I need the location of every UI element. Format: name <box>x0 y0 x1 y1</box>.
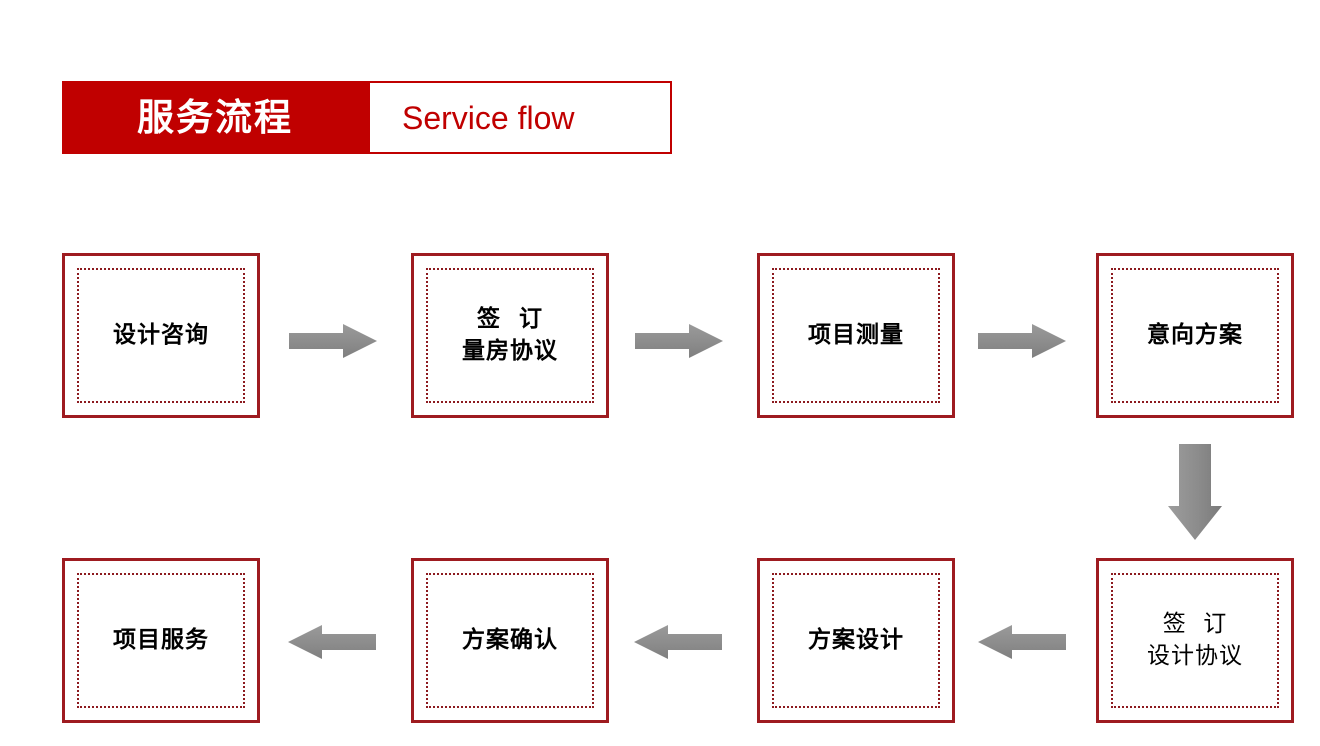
flow-step-sign-design-agreement[interactable]: 签 订 设计协议 <box>1096 558 1294 723</box>
flow-step-inner-frame: 签 订 设计协议 <box>1111 573 1279 708</box>
flow-step-label: 签 订 设计协议 <box>1147 611 1243 669</box>
flow-step-sign-measurement-agreement[interactable]: 签 订 量房协议 <box>411 253 609 418</box>
arrow-left-icon-3 <box>978 625 1066 659</box>
arrow-right-icon-2 <box>635 324 723 358</box>
flow-step-inner-frame: 设计咨询 <box>77 268 245 403</box>
flow-step-proposal-confirmation[interactable]: 方案确认 <box>411 558 609 723</box>
flow-step-label: 方案设计 <box>808 626 904 653</box>
flow-step-label: 意向方案 <box>1147 321 1243 348</box>
flow-step-label: 项目服务 <box>113 626 209 653</box>
arrow-down-icon <box>1168 444 1222 540</box>
section-header: 服务流程 Service flow <box>62 81 672 154</box>
flow-step-inner-frame: 方案确认 <box>426 573 594 708</box>
flow-step-inner-frame: 项目服务 <box>77 573 245 708</box>
flow-step-inner-frame: 项目测量 <box>772 268 940 403</box>
arrow-left-icon-2 <box>634 625 722 659</box>
section-title-english: Service flow <box>368 81 672 154</box>
arrow-right-icon-3 <box>978 324 1066 358</box>
section-title-chinese: 服务流程 <box>62 81 368 154</box>
flow-step-project-service[interactable]: 项目服务 <box>62 558 260 723</box>
flow-step-design-consultation[interactable]: 设计咨询 <box>62 253 260 418</box>
arrow-right-icon-1 <box>289 324 377 358</box>
flow-step-inner-frame: 签 订 量房协议 <box>426 268 594 403</box>
arrow-left-icon-1 <box>288 625 376 659</box>
flow-step-label: 签 订 量房协议 <box>462 306 558 364</box>
flow-step-label: 方案确认 <box>462 626 558 653</box>
flow-step-inner-frame: 意向方案 <box>1111 268 1279 403</box>
flow-step-label: 项目测量 <box>808 321 904 348</box>
flow-step-proposal-design[interactable]: 方案设计 <box>757 558 955 723</box>
flow-step-concept-proposal[interactable]: 意向方案 <box>1096 253 1294 418</box>
flow-step-label: 设计咨询 <box>113 321 209 348</box>
flow-step-inner-frame: 方案设计 <box>772 573 940 708</box>
flow-step-project-measurement[interactable]: 项目测量 <box>757 253 955 418</box>
